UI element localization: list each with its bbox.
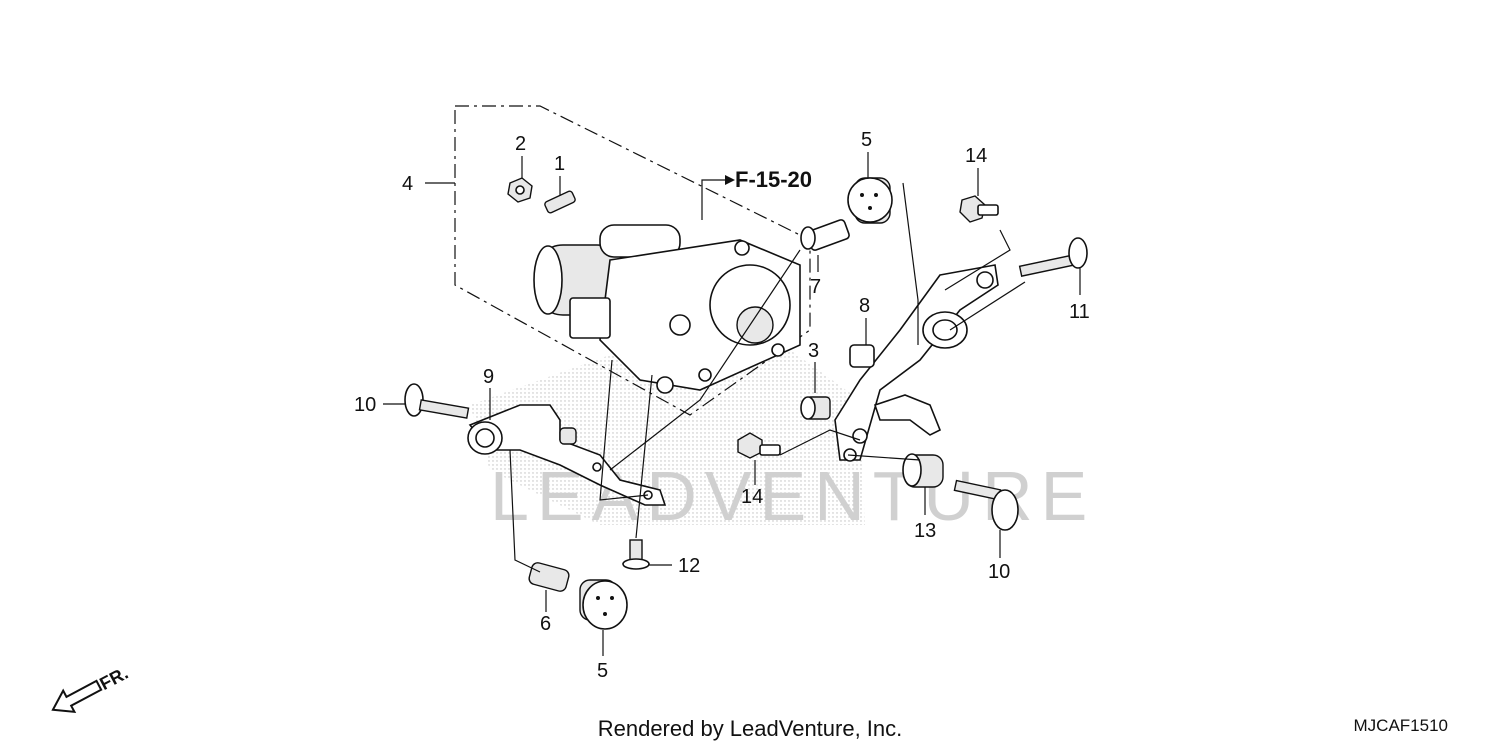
part-5-grommet-upper (847, 177, 893, 224)
callout-7: 7 (810, 276, 821, 298)
part-13-grommet (902, 453, 944, 488)
callout-14-lower: 14 (741, 486, 763, 508)
callout-2: 2 (515, 133, 526, 155)
part-6-collar (528, 562, 570, 592)
part-2-nut (507, 177, 533, 203)
reference-label: F-15-20 (735, 167, 812, 192)
actuator-assembly (533, 224, 801, 394)
part-5-grommet-lower (579, 579, 628, 630)
front-direction-indicator: FR. (51, 663, 131, 714)
callout-11: 11 (1069, 301, 1090, 323)
stipple-background (470, 350, 865, 525)
part-10-bolt-left (404, 383, 470, 419)
part-1-screw (544, 190, 576, 214)
part-14-bolt-lower (737, 432, 781, 459)
reference-arrowhead (725, 175, 735, 185)
callout-5-upper: 5 (861, 129, 872, 151)
callout-9: 9 (483, 366, 494, 388)
callout-3: 3 (808, 340, 819, 362)
callout-13: 13 (914, 520, 936, 542)
diagram-code: MJCAF1510 (1353, 716, 1448, 735)
footer-credit: Rendered by LeadVenture, Inc. (597, 716, 903, 741)
leader-lines (383, 152, 1081, 656)
callout-8: 8 (859, 295, 870, 317)
callout-10-left: 10 (354, 394, 376, 416)
part-10-bolt-right (953, 479, 1019, 531)
right-bracket (834, 264, 999, 462)
callout-1: 1 (554, 153, 565, 175)
part-12-screw (622, 539, 650, 570)
callout-10-right: 10 (988, 561, 1010, 583)
reference-leader (701, 179, 725, 220)
callout-6: 6 (540, 613, 551, 635)
part-9-bracket (467, 404, 667, 506)
callout-4: 4 (402, 173, 413, 195)
part-3-collar (800, 396, 831, 420)
part-8-clip (849, 344, 875, 368)
callout-14-upper: 14 (965, 145, 987, 167)
assembly-outline (454, 105, 811, 416)
callout-12: 12 (678, 555, 700, 577)
front-arrow-icon (51, 679, 103, 714)
part-14-bolt-upper (959, 195, 999, 223)
part-11-long-bolt (1018, 237, 1088, 277)
callout-5-lower: 5 (597, 660, 608, 682)
